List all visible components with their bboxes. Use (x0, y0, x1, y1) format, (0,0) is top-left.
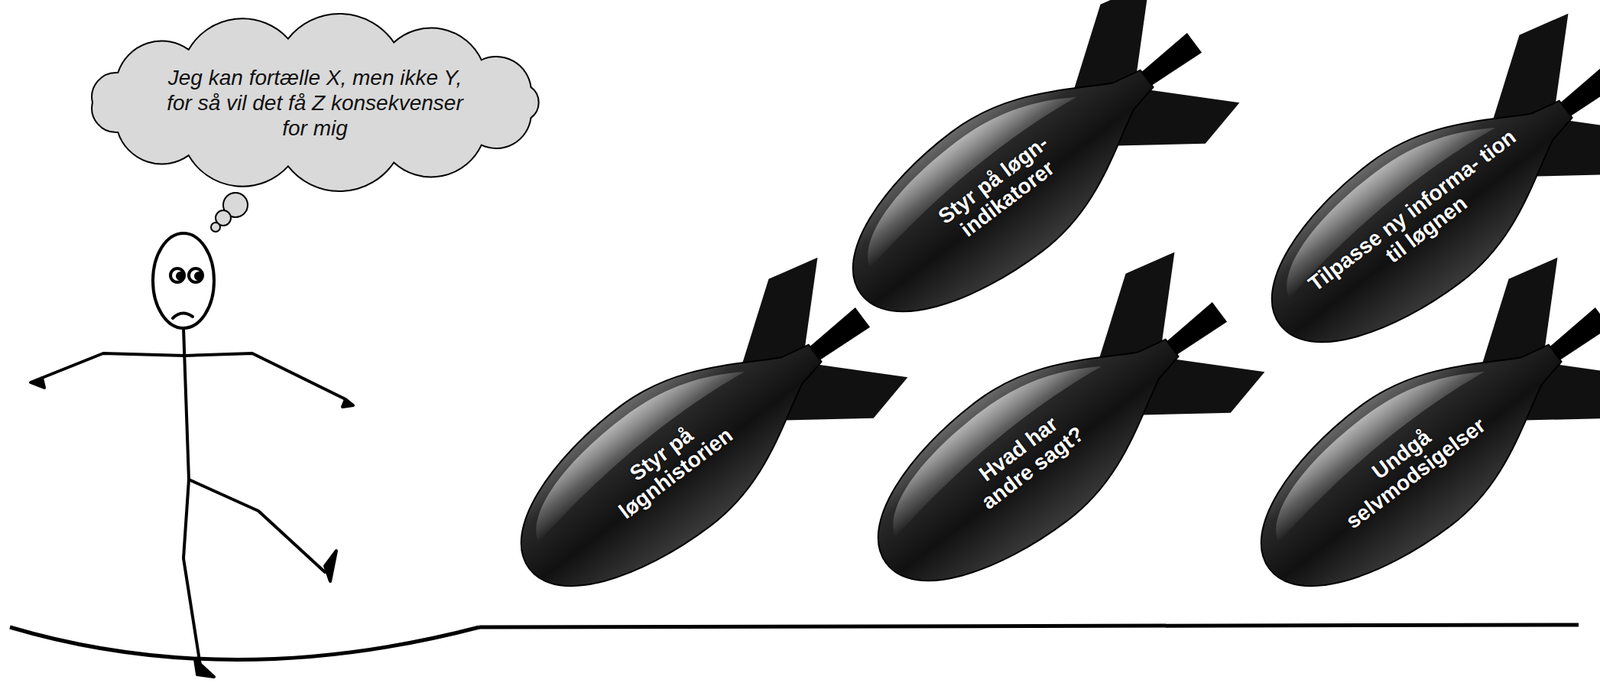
tightrope (9, 626, 480, 660)
bomb: Styr på løgn-indikatorer (799, 0, 1253, 372)
figure-arm (184, 353, 346, 400)
figure-eye (170, 268, 185, 283)
cloud-outline (91, 13, 539, 192)
figure-arm (42, 353, 185, 378)
figure-pupil (177, 272, 184, 280)
thought-bubbles (210, 192, 248, 232)
thought-bubble (210, 222, 221, 232)
figure-body (183, 327, 189, 480)
figure-head (152, 233, 215, 328)
bomb-highlight (509, 342, 753, 543)
figure-foot (324, 550, 337, 581)
bomb-body (483, 293, 861, 629)
bomb-highlight (866, 337, 1110, 538)
tightrope (479, 624, 1579, 627)
figure-eye (188, 268, 203, 283)
figure-leg (183, 479, 201, 666)
figure-mouth (172, 312, 193, 319)
bomb-body (1223, 293, 1600, 629)
stick-figure (30, 233, 354, 677)
bomb-body (840, 288, 1218, 624)
figure-foot (194, 658, 215, 677)
thought-text: Jeg kan fortælle X, men ikke Y, for så v… (165, 64, 465, 141)
figure-pupil (195, 272, 202, 280)
bomb: Styr på løgnhistorien (467, 242, 921, 647)
figure-hand (342, 399, 354, 407)
thought-cloud: Jeg kan fortælle X, men ikke Y, for så v… (66, 15, 564, 190)
figure-hand (30, 377, 45, 388)
figure-leg (188, 479, 325, 572)
